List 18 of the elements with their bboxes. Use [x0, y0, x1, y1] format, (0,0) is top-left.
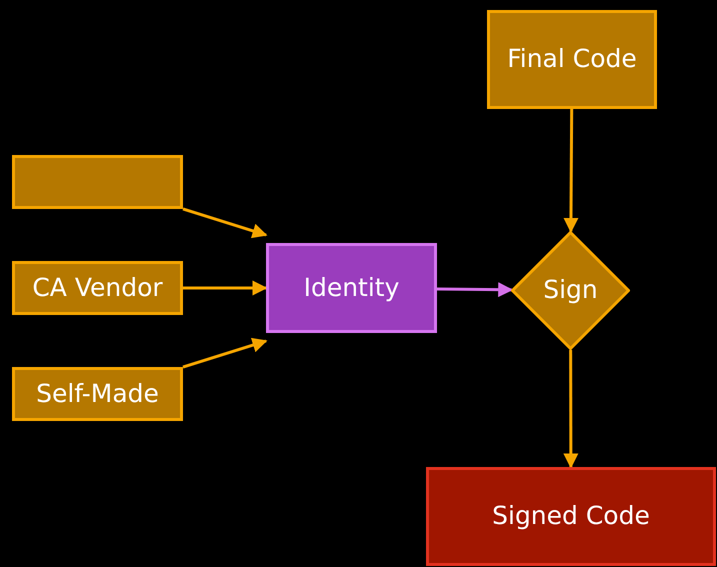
node-label: Signed Code [492, 502, 650, 531]
arrow [563, 350, 578, 468]
arrow [183, 280, 268, 296]
source-box [12, 261, 183, 315]
source-box [12, 367, 183, 421]
node-label: Sign [543, 276, 598, 305]
node-label: Self-Made [36, 380, 159, 408]
arrow [563, 108, 578, 233]
node-label: Identity [304, 274, 400, 302]
arrow [182, 338, 268, 369]
output-box [426, 467, 716, 566]
node-label: CA Vendor [32, 274, 163, 302]
arrow [436, 282, 514, 298]
node-label: Final Code [507, 45, 637, 74]
source-box [12, 155, 183, 209]
identity-box [266, 243, 437, 333]
process-box [487, 10, 657, 109]
arrow [182, 207, 268, 238]
